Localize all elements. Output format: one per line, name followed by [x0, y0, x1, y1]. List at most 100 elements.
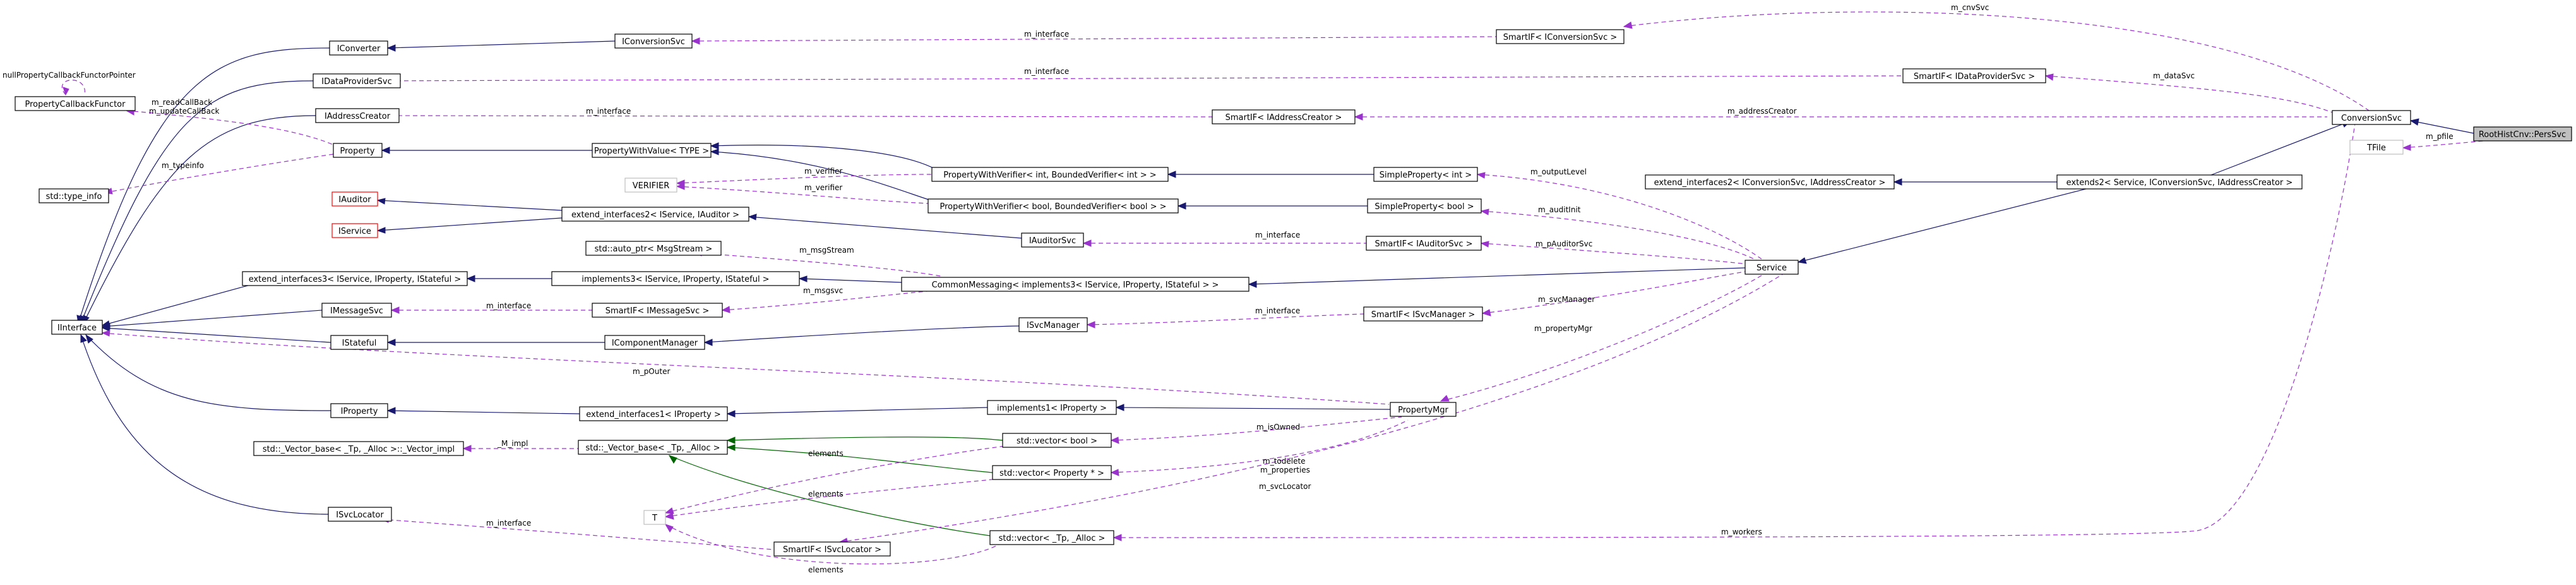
class-node-extend-interfaces2-conv-ac[interactable]: extend_interfaces2< IConversionSvc, IAdd… [1645, 174, 1895, 190]
class-node-pwv-int[interactable]: PropertyWithVerifier< int, BoundedVerifi… [931, 167, 1169, 182]
edge-inherit-iconverter-iconvsvc [386, 40, 616, 52]
class-node-icomponentmanager[interactable]: IComponentManager [604, 335, 705, 350]
svg-text:std::type_info: std::type_info [46, 192, 102, 202]
edge-use-idps-sfdp [373, 75, 1904, 85]
svg-text:nullPropertyCallbackFunctorPoi: nullPropertyCallbackFunctorPointer [3, 71, 136, 80]
class-node-iproperty[interactable]: IProperty [330, 403, 388, 418]
svg-text:Property: Property [340, 147, 374, 156]
class-node-extend-interfaces2-service-auditor[interactable]: extend_interfaces2< IService, IAuditor > [561, 207, 749, 222]
class-node-std-type-info[interactable]: std::type_info [39, 188, 109, 203]
class-node-iaddresscreator[interactable]: IAddressCreator [315, 108, 400, 123]
svg-text:m_addressCreator: m_addressCreator [1727, 107, 1797, 116]
edge-label-interface-msg: m_interface [486, 301, 531, 310]
class-node-propertycallbackfunctor[interactable]: PropertyCallbackFunctor [15, 96, 136, 111]
edge-use-imsg-sfmsg [390, 306, 592, 314]
class-node-service[interactable]: Service [1744, 260, 1799, 275]
class-node-vector-base[interactable]: std::_Vector_base< _Tp, _Alloc > [578, 440, 728, 455]
class-node-iauditorsvc[interactable]: IAuditorSvc [1021, 232, 1084, 248]
edge-inherit-impl1-propmgr [1115, 404, 1391, 411]
svg-text:m_todelete: m_todelete [1263, 457, 1306, 466]
svg-text:extends2< Service, IConversion: extends2< Service, IConversionSvc, IAddr… [2066, 178, 2293, 188]
class-node-isvclocator[interactable]: ISvcLocator [328, 507, 392, 522]
svg-text:extend_interfaces1< IProperty: extend_interfaces1< IProperty > [586, 410, 720, 419]
edge-use-sfconv-conv [1623, 11, 2370, 111]
class-node-isvcmanager[interactable]: ISvcManager [1018, 317, 1088, 332]
class-node-idataprovidersvc[interactable]: IDataProviderSvc [313, 73, 401, 88]
class-node-vector-property-ptr[interactable]: std::vector< Property * > [992, 465, 1112, 480]
class-node-iconversionsvc[interactable]: IConversionSvc [614, 33, 693, 49]
edge-inherit-iauditor-eif2ia [376, 198, 563, 211]
class-node-verifier[interactable]: VERIFIER [624, 178, 677, 193]
class-node-auto-ptr-msgstream[interactable]: std::auto_ptr< MsgStream > [585, 241, 722, 256]
class-node-conversionsvc[interactable]: ConversionSvc [2332, 110, 2411, 125]
svg-text:m_verifier: m_verifier [804, 167, 842, 176]
svg-text:TFile: TFile [2366, 143, 2386, 153]
edge-label-impl: _M_impl [497, 439, 528, 448]
edge-inherit-pwv-pwvint [710, 142, 936, 170]
class-node-pwv-bool[interactable]: PropertyWithVerifier< bool, BoundedVerif… [927, 198, 1179, 214]
edge-label-interface-svcloc: m_interface [486, 519, 531, 528]
class-node-tfile[interactable]: TFile [2349, 140, 2404, 155]
edge-use-tfile-root [2402, 140, 2492, 151]
class-node-iauditor[interactable]: IAuditor [331, 191, 378, 207]
class-node-implements1[interactable]: implements1< IProperty > [987, 400, 1117, 415]
edge-label-msgstream: m_msgStream [799, 246, 854, 255]
edge-label-todelete: m_todelete [1263, 457, 1306, 466]
class-node-vector-bool[interactable]: std::vector< bool > [1002, 433, 1112, 448]
class-node-simpleproperty-int[interactable]: SimpleProperty< int > [1373, 167, 1478, 182]
class-node-extends2[interactable]: extends2< Service, IConversionSvc, IAddr… [2056, 174, 2303, 190]
svg-text:IInterface: IInterface [57, 323, 97, 333]
class-node-implements3[interactable]: implements3< IService, IProperty, IState… [551, 271, 800, 286]
svg-text:m_cnvSvc: m_cnvSvc [1951, 3, 1989, 12]
class-node-roothistcnv-perssvc[interactable]: RootHistCnv::PersSvc [2473, 126, 2572, 142]
class-node-smartif-isvclocator[interactable]: SmartIF< ISvcLocator > [773, 541, 891, 557]
svg-text:SmartIF< IConversionSvc >: SmartIF< IConversionSvc > [1503, 33, 1618, 42]
edge-use-T-vbool [664, 445, 1011, 514]
class-node-smartif-idataprovidersvc[interactable]: SmartIF< IDataProviderSvc > [1902, 68, 2046, 83]
edge-label-interface-ac: m_interface [586, 107, 631, 116]
edge-label-interface-dp: m_interface [1024, 67, 1069, 76]
svg-text:CommonMessaging< implements3<: CommonMessaging< implements3< IService, … [932, 280, 1219, 290]
class-node-property[interactable]: Property [333, 143, 383, 158]
class-node-smartif-isvcmanager[interactable]: SmartIF< ISvcManager > [1363, 306, 1483, 322]
svg-text:m_dataSvc: m_dataSvc [2153, 71, 2195, 80]
class-node-vector-tp-alloc[interactable]: std::vector< _Tp, _Alloc > [989, 530, 1114, 545]
svg-text:m_interface: m_interface [586, 107, 631, 116]
edge-use-isvcmgr-sfsvcmgr [1086, 313, 1364, 329]
class-node-propertymgr[interactable]: PropertyMgr [1390, 402, 1457, 417]
class-node-istateful[interactable]: IStateful [330, 335, 388, 350]
svg-text:PropertyWithVerifier< int, Bou: PropertyWithVerifier< int, BoundedVerifi… [943, 171, 1156, 180]
class-node-commonmessaging[interactable]: CommonMessaging< implements3< IService, … [901, 277, 1249, 292]
svg-text:m_interface: m_interface [1255, 231, 1300, 239]
class-node-simpleproperty-bool[interactable]: SimpleProperty< bool > [1367, 198, 1482, 214]
class-node-propertywithvalue[interactable]: PropertyWithValue< TYPE > [592, 143, 712, 158]
edge-use-iconvsvc-sfconv [691, 36, 1497, 45]
svg-text:IMessageSvc: IMessageSvc [330, 306, 383, 316]
class-node-iconverter[interactable]: IConverter [329, 40, 388, 56]
edge-use-spbool-service [1480, 208, 1757, 261]
class-node-vector-impl[interactable]: std::_Vector_base< _Tp, _Alloc >::_Vecto… [253, 441, 464, 456]
svg-text:PropertyMgr: PropertyMgr [1398, 406, 1448, 415]
class-node-smartif-imessagesvc[interactable]: SmartIF< IMessageSvc > [592, 303, 723, 318]
svg-text:VERIFIER: VERIFIER [633, 181, 670, 191]
class-node-T[interactable]: T [643, 510, 666, 525]
class-node-extend-interfaces1[interactable]: extend_interfaces1< IProperty > [579, 406, 728, 421]
edge-label-typeinfo: m_typeinfo [162, 161, 204, 170]
class-node-smartif-iaddresscreator[interactable]: SmartIF< IAddressCreator > [1212, 109, 1356, 124]
class-node-iinterface[interactable]: IInterface [51, 320, 103, 335]
svg-text:extend_interfaces2< IConversio: extend_interfaces2< IConversionSvc, IAdd… [1654, 178, 1886, 188]
svg-text:SimpleProperty< int >: SimpleProperty< int > [1380, 171, 1472, 180]
edge-label-interface-conv: m_interface [1024, 30, 1069, 39]
svg-text:SmartIF< IAddressCreator >: SmartIF< IAddressCreator > [1225, 113, 1342, 123]
class-node-smartif-iconversionsvc[interactable]: SmartIF< IConversionSvc > [1496, 29, 1625, 44]
edge-use-sfdp-conv [2044, 73, 2333, 113]
class-node-imessagesvc[interactable]: IMessageSvc [321, 303, 392, 318]
class-node-smartif-iauditorsvc[interactable]: SmartIF< IAuditorSvc > [1366, 236, 1482, 251]
svg-text:SmartIF< ISvcLocator >: SmartIF< ISvcLocator > [783, 545, 881, 555]
svg-text:ISvcManager: ISvcManager [1027, 321, 1080, 330]
svg-text:Service: Service [1756, 263, 1787, 273]
class-node-iservice[interactable]: IService [331, 223, 378, 238]
edge-inherit-ii-imsg [101, 310, 323, 330]
svg-text:IAuditorSvc: IAuditorSvc [1029, 236, 1076, 246]
class-node-extend-interfaces3[interactable]: extend_interfaces3< IService, IProperty,… [242, 271, 468, 286]
